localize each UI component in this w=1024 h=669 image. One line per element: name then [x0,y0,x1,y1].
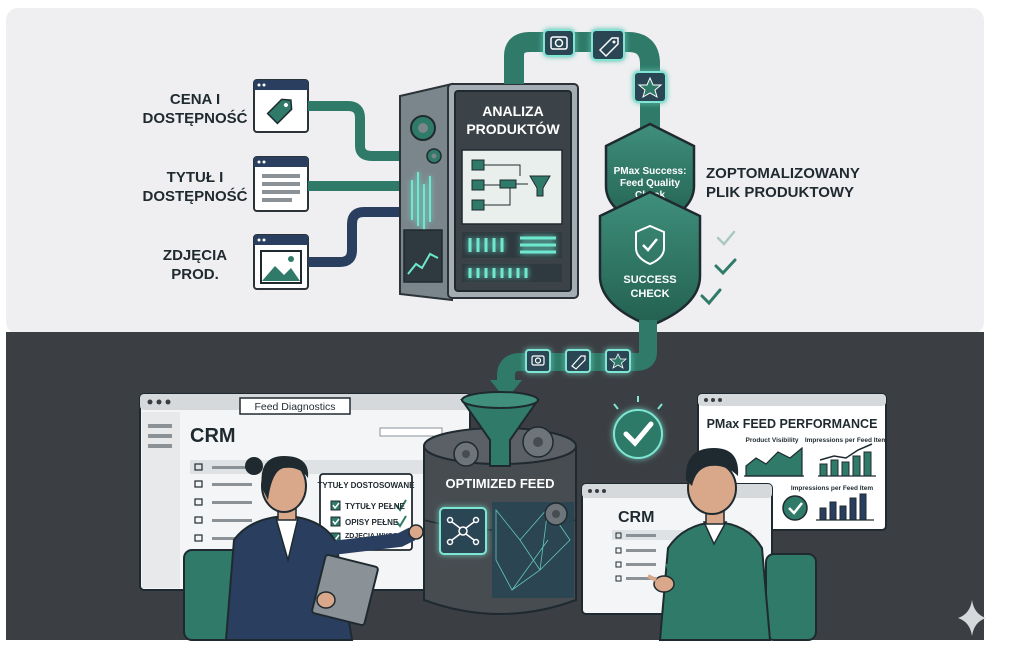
output-label: ZOPTOMALIZOWANY PLIK PRODUKTOWY [706,164,876,202]
shield-top-line1: PMax Success: [614,166,687,177]
input-label-price: CENA I DOSTĘPNOŚĆ [140,90,250,128]
shield-bottom-line2: CHECK [630,288,669,300]
input-label-images-line1: ZDJĘCIA [162,247,228,264]
woman-figure [183,456,424,641]
star-icon [633,71,667,103]
shield-top-line2: Feed Quality [620,178,680,189]
shield-check-icon [635,224,665,266]
card-item-1: TYTUŁY PEŁNE [345,502,406,511]
gear-icon-small [426,148,442,164]
star-icon-small [605,349,631,373]
tag-icon [591,29,625,61]
image-icon [260,250,302,284]
server-title-line1: ANALIZA [482,103,543,119]
check-icon [623,421,654,447]
image-input [253,234,309,290]
shield-bottom-line1: SUCCESS [623,274,676,286]
camera-icon [543,29,575,57]
success-shield [598,190,702,328]
performance-title: PMax FEED PERFORMANCE [707,417,878,431]
input-label-images: ZDJĘCIA PROD. [140,246,250,284]
card-item-2: OPISY PEŁNE [345,518,399,527]
input-label-images-line2: PROD. [171,266,219,283]
crm-right-title: CRM [618,509,654,526]
performance-impressions-label-2: Impressions per Feed Item [791,485,874,492]
network-icon [446,516,480,546]
server-tower [399,82,579,302]
document-input [253,156,309,212]
visibility-area-chart [745,446,803,477]
input-label-price-line2: DOSTĘPNOŚĆ [142,110,248,127]
performance-impressions-label: Impressions per Feed Item [805,437,888,444]
price-tag-icon [266,98,293,125]
tag-icon-small [565,349,591,373]
input-label-price-line1: CENA I [169,91,221,108]
server-title-line2: PRODUKTÓW [466,120,560,137]
camera-icon-small [525,349,551,373]
success-badge [613,396,663,459]
input-label-title: TYTUŁ I DOSTĘPNOŚĆ [140,168,250,206]
input-label-title-line2: DOSTĘPNOŚĆ [142,188,248,205]
input-label-title-line1: TYTUŁ I [166,169,224,186]
card-title: TYTUŁY DOSTOSOWANE [317,481,415,490]
price-tag-input [253,79,309,133]
crm-left-tab[interactable]: Feed Diagnostics [254,401,335,413]
output-label-line2: PLIK PRODUKTOWY [706,184,855,201]
document-icon [262,174,300,202]
workflow-icon [471,159,551,211]
funnel-label: OPTIMIZED FEED [445,476,554,491]
performance-visibility-label: Product Visibility [746,437,799,444]
output-label-line1: ZOPTOMALIZOWANY [706,165,860,182]
sparkle-icon [958,600,986,636]
optimized-feed-cylinder [423,391,577,615]
man-figure [647,448,817,641]
check-marks [700,230,737,306]
gear-icon [410,115,436,141]
crm-left-title: CRM [190,425,236,447]
